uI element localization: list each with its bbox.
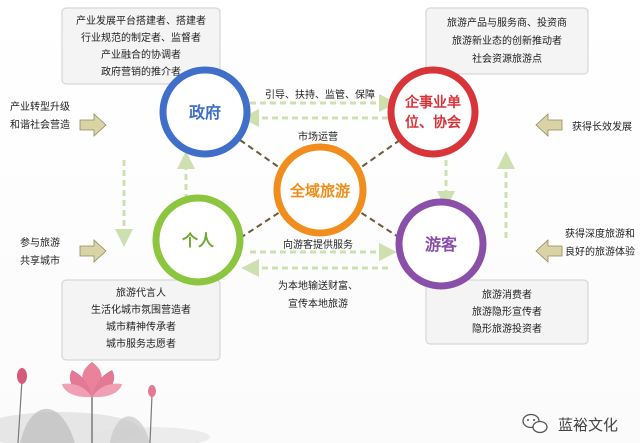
node-org-label-1: 企事业单 [404, 94, 461, 111]
node-gov-label: 政府 [189, 103, 221, 122]
arrow-left-bottom [79, 239, 107, 263]
individual-role-2: 生活化城市氛围营造者 [91, 303, 191, 316]
link-org-center [359, 139, 401, 169]
org-roles-box: 旅游产品与服务商、投资商 旅游新业态的创新推动者 社会资源旅游点 [425, 7, 589, 75]
org-to-gov-label: 市场运营 [298, 130, 338, 143]
gov-role-1: 产业发展平台搭建者、搭建者 [76, 14, 206, 27]
node-tourist: 游客 [395, 198, 487, 290]
node-center-label: 全域旅游 [289, 182, 350, 200]
node-center: 全域旅游 [273, 143, 367, 237]
gov-role-3: 产业融合的协调者 [101, 48, 181, 61]
node-org: 企事业单 位、协会 [387, 66, 479, 158]
left-vertical-connector [115, 151, 195, 247]
left-top-label-2: 和谐社会营造 [10, 118, 70, 131]
gov-role-2: 行业规范的制定者、监督者 [81, 31, 201, 44]
tourist-role-1: 旅游消费者 [482, 288, 532, 301]
arrow-right-top [535, 113, 563, 137]
lotus-flower [62, 362, 122, 398]
right-vertical-connector [437, 151, 515, 238]
link-individual-center [239, 211, 281, 239]
wechat-icon [522, 413, 548, 434]
node-gov: 政府 [159, 66, 251, 158]
left-bottom-label-1: 参与旅游 [20, 236, 60, 249]
watermark: 蓝裕文化 [522, 413, 618, 434]
right-top-label-1: 获得长效发展 [572, 120, 632, 133]
arrow-left-top [79, 113, 107, 137]
gov-role-4: 政府营销的推介者 [101, 65, 181, 78]
link-gov-center [239, 139, 281, 169]
left-bottom-label-2: 共享城市 [20, 254, 60, 267]
watermark-text: 蓝裕文化 [558, 416, 618, 434]
tourist-role-3: 隐形旅游投资者 [472, 322, 542, 335]
tourist-to-ind-label-2: 宣传本地旅游 [288, 297, 348, 310]
gov-org-connector: 引导、扶持、监管、保障 市场运营 [241, 88, 397, 143]
individual-role-3: 城市精神传承者 [106, 320, 176, 333]
lotus-decoration [0, 362, 210, 443]
individual-tourist-connector: 向游客提供服务 为本地输送财富、 宣传本地旅游 [241, 238, 397, 310]
org-role-2: 旅游新业态的创新推动者 [452, 34, 562, 47]
gov-roles-box: 产业发展平台搭建者、搭建者 行业规范的制定者、监督者 产业融合的协调者 政府营销… [61, 7, 221, 85]
side-arrows [79, 113, 563, 263]
individual-role-1: 旅游代言人 [116, 286, 166, 299]
link-tourist-center [359, 211, 401, 239]
node-individual: 个人 [152, 194, 244, 286]
gov-to-org-label: 引导、扶持、监管、保障 [265, 88, 375, 101]
org-role-3: 社会资源旅游点 [472, 52, 542, 65]
right-bottom-label-1: 获得深度旅游和 [565, 227, 635, 240]
individual-role-4: 城市服务志愿者 [106, 337, 176, 350]
center-links [239, 139, 401, 239]
node-org-label-2: 位、协会 [405, 114, 462, 131]
org-role-1: 旅游产品与服务商、投资商 [447, 16, 567, 29]
left-top-label-1: 产业转型升级 [10, 100, 70, 113]
arrow-right-bottom [535, 239, 563, 263]
ind-to-tourist-label: 向游客提供服务 [283, 238, 353, 251]
tourist-to-ind-label-1: 为本地输送财富、 [278, 279, 358, 292]
node-individual-label: 个人 [181, 231, 215, 250]
tourist-roles-box: 旅游消费者 旅游隐形宣传者 隐形旅游投资者 [425, 279, 589, 345]
individual-roles-box: 旅游代言人 生活化城市氛围营造者 城市精神传承者 城市服务志愿者 [61, 279, 221, 361]
tourist-role-2: 旅游隐形宣传者 [472, 305, 542, 318]
node-tourist-label: 游客 [425, 235, 458, 254]
right-bottom-label-2: 良好的旅游体验 [565, 245, 635, 258]
